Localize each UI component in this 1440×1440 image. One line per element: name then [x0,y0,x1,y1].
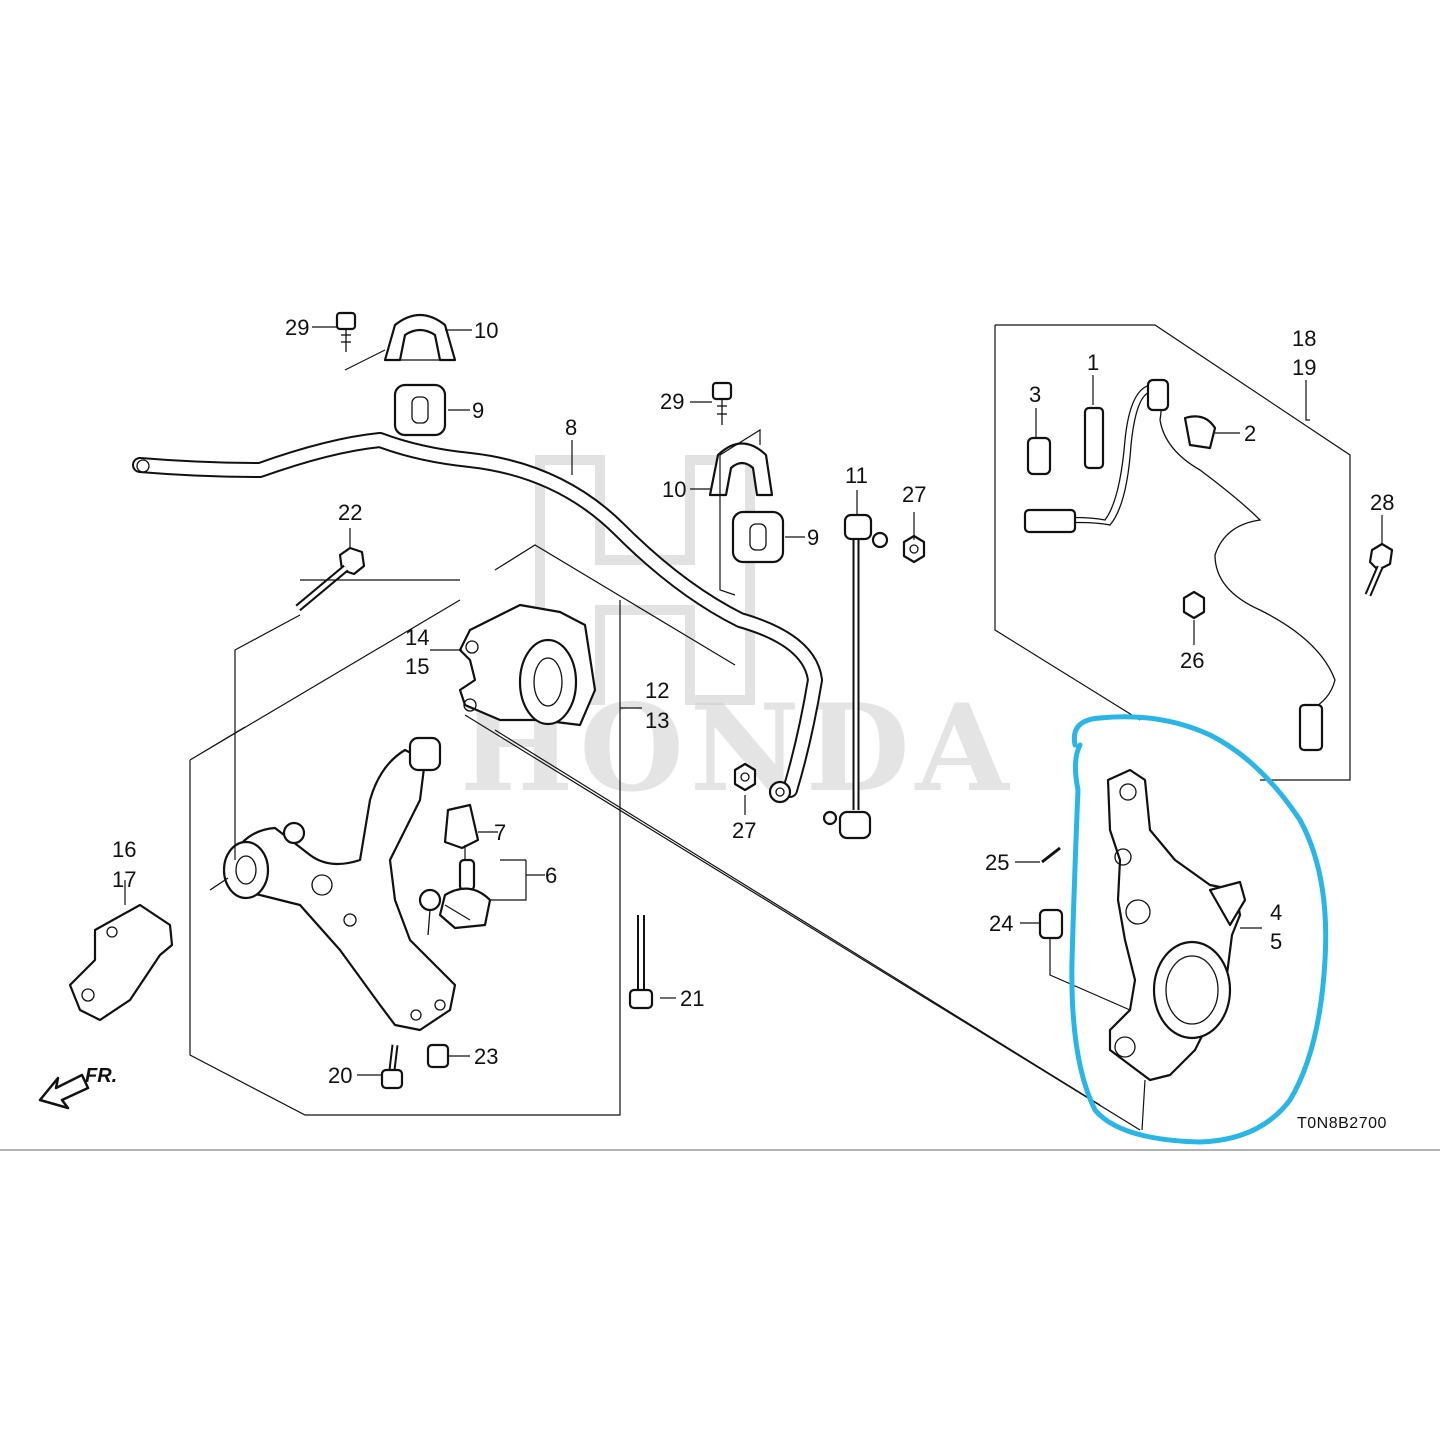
callout-12: 12 [645,678,669,703]
callout-6: 6 [545,863,557,888]
bolt-22 [295,546,366,612]
bolt-29-right [711,381,733,425]
stabilizer-link [822,513,889,840]
ball-joint [418,858,492,936]
wheel-speed-sensor-group [994,324,1394,781]
callout-4: 4 [1270,900,1282,925]
steering-knuckle [1106,768,1247,1082]
callout-8: 8 [565,415,577,440]
callout-28: 28 [1370,490,1394,515]
callout-23: 23 [474,1044,498,1069]
callout-3: 3 [1029,382,1041,407]
lower-control-arm [209,736,457,1032]
front-label: FR. [85,1065,117,1087]
nut-27-lower [733,762,757,792]
callout-2: 2 [1244,421,1256,446]
callout-16: 16 [112,837,136,862]
callout-29-left: 29 [285,315,309,340]
callout-25: 25 [985,850,1009,875]
callout-27-lower: 27 [732,818,756,843]
nut-24 [1038,908,1064,940]
callout-18: 18 [1292,326,1316,351]
leader-lines [124,326,1383,1131]
callout-13: 13 [645,708,669,733]
bushing-right [731,510,785,564]
callout-17: 17 [112,867,136,892]
screw-25 [1041,846,1061,864]
callout-10-left: 10 [474,318,498,343]
compliance-bushing [458,603,597,727]
callout-11: 11 [845,463,868,488]
bracket-left [383,313,457,362]
callout-21: 21 [680,986,704,1011]
front-arrow-icon [38,1073,90,1110]
bolt-28 [1364,542,1394,597]
callout-27-upper: 27 [902,482,926,507]
nut-23 [426,1043,450,1069]
bolt-29-left [335,311,357,352]
callout-labels: 29 10 9 8 29 10 9 11 27 27 22 14 15 12 1… [112,315,1394,1088]
bolt-20 [380,1044,404,1090]
diagram-code: T0N8B2700 [1297,1115,1387,1132]
bracket-right [708,442,774,497]
callout-14: 14 [405,625,429,650]
callout-9-right: 9 [807,525,819,550]
highlight-circle [1069,714,1329,1145]
callout-29-right: 29 [660,389,684,414]
callout-22: 22 [338,500,362,525]
front-direction-indicator: FR. [38,1065,117,1110]
callout-15: 15 [405,654,429,679]
callout-9-left: 9 [472,398,484,423]
callout-1: 1 [1087,350,1099,375]
bushing-left [393,383,447,437]
stabilizer-bar [132,432,823,804]
ball-joint-boot [443,803,480,850]
callout-20: 20 [328,1063,352,1088]
bolt-21 [628,915,654,1010]
callout-19: 19 [1292,355,1316,380]
callout-7: 7 [494,820,506,845]
callout-24: 24 [989,911,1013,936]
mount-bracket [68,903,174,1022]
callout-10-right: 10 [662,477,686,502]
callout-26: 26 [1180,648,1204,673]
callout-5: 5 [1270,929,1282,954]
